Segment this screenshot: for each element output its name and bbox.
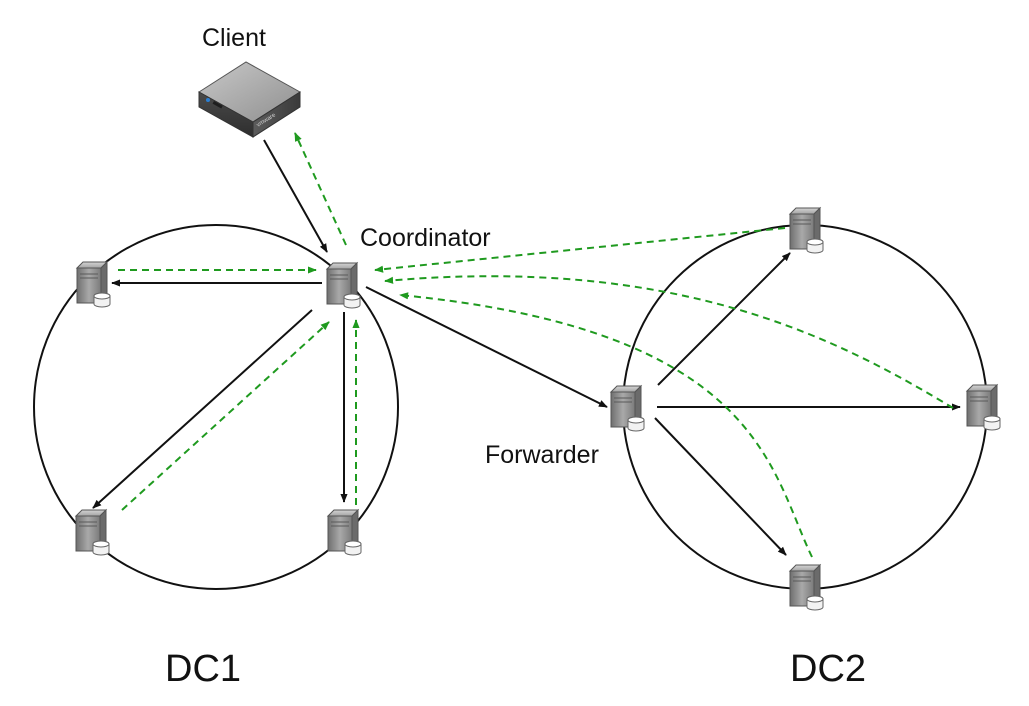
reply-dc2-top-to-coordinator xyxy=(374,227,786,273)
forwarder-server-icon xyxy=(610,385,645,432)
dc2-bottom-server-icon xyxy=(789,564,824,611)
client-label: Client xyxy=(202,24,266,52)
forwarder-label: Forwarder xyxy=(485,441,599,469)
dc1-ring xyxy=(33,224,399,590)
dc1-left-server-icon xyxy=(76,261,111,308)
reply-dc1-bottom-left-to-coordinator xyxy=(121,321,330,511)
arrow-forwarder-to-dc2-bottom xyxy=(654,417,787,556)
dc2-top-server-icon xyxy=(789,207,824,254)
arrow-coordinator-to-forwarder xyxy=(365,286,608,408)
reply-coordinator-to-client xyxy=(294,132,347,246)
coordinator-server-icon xyxy=(326,262,361,309)
reply-dc2-bottom-to-coordinator xyxy=(399,292,813,558)
arrow-forwarder-to-dc2-top xyxy=(657,252,791,386)
dc2-right-server-icon xyxy=(966,384,1001,431)
dc1-label: DC1 xyxy=(165,648,241,690)
response-arrows xyxy=(118,132,954,558)
dc2-label: DC2 xyxy=(790,648,866,690)
client-appliance-icon: vmware xyxy=(198,61,301,138)
dc1-bottom-left-server-icon xyxy=(75,509,110,556)
arrow-client-to-coordinator xyxy=(263,139,328,253)
dc1-bottom-server-icon xyxy=(327,509,362,556)
coordinator-label: Coordinator xyxy=(360,224,491,252)
request-arrows xyxy=(92,139,961,556)
reply-dc2-right-to-coordinator xyxy=(384,275,954,409)
arrow-coordinator-to-dc1-bottom-left xyxy=(92,309,313,509)
